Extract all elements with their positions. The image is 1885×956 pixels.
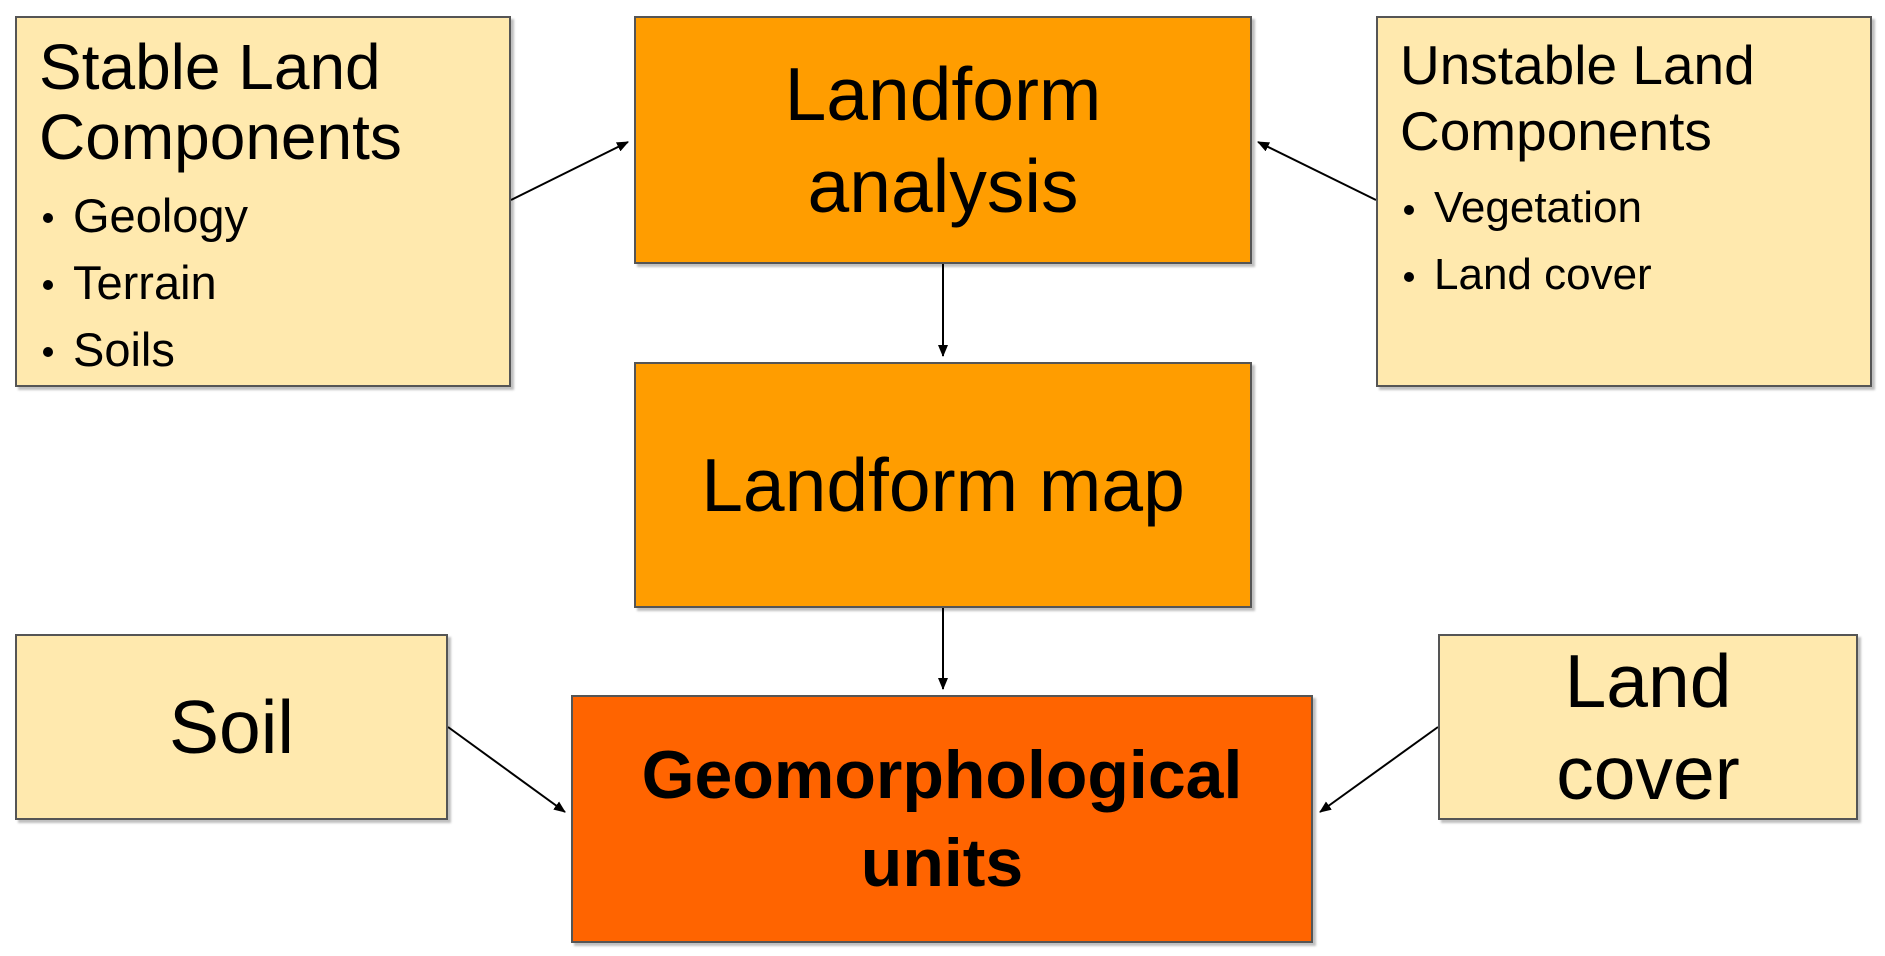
arrow-stable-to-analysis	[510, 141, 629, 201]
soil-box: Soil	[15, 634, 448, 820]
arrow-landcover-to-geomorph	[1319, 726, 1439, 813]
stable-list: Geology Terrain Soils	[39, 182, 509, 383]
unstable-title-line1: Unstable Land	[1400, 34, 1755, 96]
geomorph-line2: units	[860, 825, 1024, 901]
stable-title-line2: Components	[39, 101, 402, 173]
stable-title: Stable Land Components	[39, 32, 509, 172]
geomorphological-units-box: Geomorphological units	[571, 695, 1313, 943]
landcover-line1: Land	[1564, 639, 1732, 723]
stable-land-components-box: Stable Land Components Geology Terrain S…	[15, 16, 511, 387]
analysis-line1: Landform	[784, 52, 1102, 136]
soil-label: Soil	[168, 685, 295, 769]
landform-map-box: Landform map	[634, 362, 1252, 608]
unstable-title: Unstable Land Components	[1400, 32, 1870, 164]
list-item-vegetation: Vegetation	[1400, 174, 1870, 241]
landform-analysis-box: Landform analysis	[634, 16, 1252, 264]
map-label: Landform map	[701, 443, 1185, 527]
stable-title-line1: Stable Land	[39, 31, 381, 103]
list-item-terrain: Terrain	[39, 249, 509, 316]
landcover-line2: cover	[1556, 731, 1740, 815]
list-item-soils: Soils	[39, 316, 509, 383]
arrow-unstable-to-analysis	[1257, 141, 1377, 201]
analysis-line2: analysis	[807, 144, 1079, 228]
list-item-land-cover: Land cover	[1400, 241, 1870, 308]
unstable-land-components-box: Unstable Land Components Vegetation Land…	[1376, 16, 1872, 387]
unstable-title-line2: Components	[1400, 100, 1712, 162]
unstable-list: Vegetation Land cover	[1400, 174, 1870, 308]
list-item-geology: Geology	[39, 182, 509, 249]
arrow-soil-to-geomorph	[447, 726, 566, 813]
land-cover-box: Land cover	[1438, 634, 1858, 820]
geomorph-line1: Geomorphological	[641, 737, 1243, 813]
